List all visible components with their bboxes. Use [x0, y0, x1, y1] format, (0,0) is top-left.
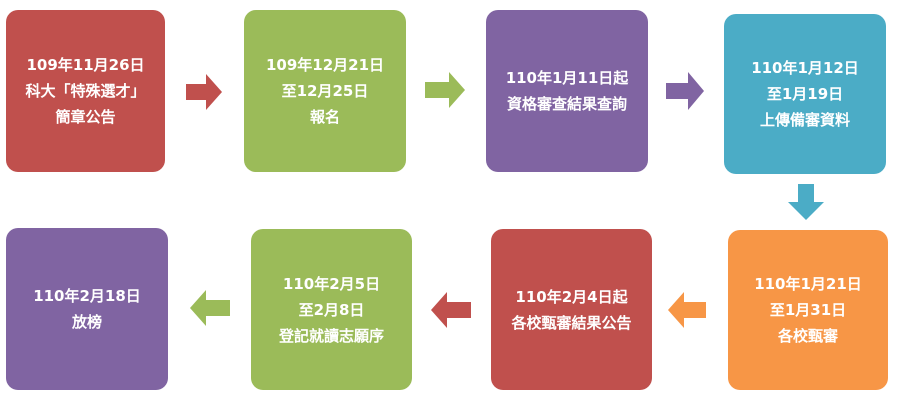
step-5-school-review: 110年1月21日 至1月31日 各校甄審	[728, 230, 888, 390]
step-8-line-1: 110年2月18日	[33, 287, 141, 305]
step-4-upload-documents: 110年1月12日 至1月19日 上傳備審資料	[724, 14, 886, 174]
step-4-line-1: 110年1月12日	[751, 59, 859, 77]
step-2-line-1: 109年12月21日	[265, 56, 385, 74]
step-3-line-1: 110年1月11日起	[505, 69, 629, 87]
arrow-left-icon	[431, 292, 471, 328]
step-2-line-3: 報名	[309, 108, 340, 126]
step-8-line-2: 放榜	[71, 313, 102, 331]
arrow-right-icon	[666, 72, 704, 110]
step-6-line-1: 110年2月4日起	[515, 287, 628, 306]
step-3-line-2: 資格審查結果查詢	[506, 95, 627, 113]
step-6-line-2: 各校甄審結果公告	[511, 313, 632, 332]
step-7-line-1: 110年2月5日	[282, 274, 381, 293]
step-1-line-3: 簡章公告	[55, 108, 116, 126]
step-6-review-results: 110年2月4日起 各校甄審結果公告	[491, 229, 652, 390]
step-1-line-1: 109年11月26日	[26, 56, 145, 74]
step-7-line-2: 至2月8日	[298, 300, 365, 319]
step-8-final-results: 110年2月18日 放榜	[6, 228, 168, 390]
step-1-line-2: 科大「特殊選才」	[25, 82, 146, 100]
step-2-line-2: 至12月25日	[281, 82, 369, 100]
arrow-right-icon	[186, 74, 222, 110]
arrow-left-icon	[668, 292, 706, 328]
step-5-line-1: 110年1月21日	[754, 275, 862, 293]
step-1-announcement: 109年11月26日 科大「特殊選才」 簡章公告	[6, 10, 165, 172]
arrow-left-icon	[190, 290, 230, 326]
arrow-right-icon	[425, 72, 465, 108]
step-4-line-3: 上傳備審資料	[759, 111, 850, 129]
arrow-down-icon	[788, 184, 824, 220]
step-7-enrollment-preferences: 110年2月5日 至2月8日 登記就讀志願序	[251, 229, 412, 390]
step-5-line-3: 各校甄審	[777, 327, 838, 345]
step-4-line-2: 至1月19日	[766, 85, 844, 103]
step-5-line-2: 至1月31日	[769, 301, 847, 319]
step-3-qualification-results: 110年1月11日起 資格審查結果查詢	[486, 10, 648, 172]
step-2-registration: 109年12月21日 至12月25日 報名	[244, 10, 406, 172]
step-7-line-3: 登記就讀志願序	[278, 326, 384, 345]
